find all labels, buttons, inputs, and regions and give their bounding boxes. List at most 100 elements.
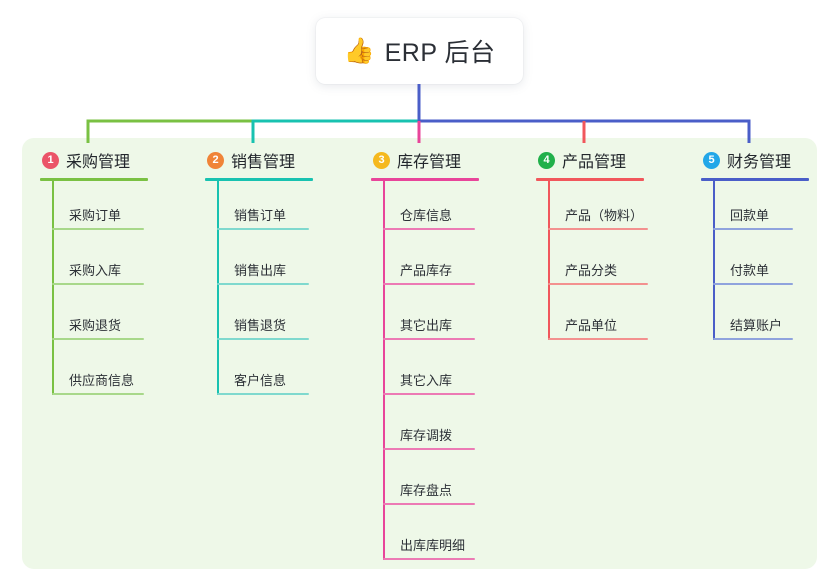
branch-item-rule <box>713 228 793 230</box>
branch-spine <box>217 181 219 395</box>
thumbs-up-icon: 👍 <box>343 36 375 65</box>
branch-header-3[interactable]: 3 库存管理 <box>371 148 521 172</box>
branch-item-list: 销售订单销售出库销售退货客户信息 <box>205 181 355 401</box>
branch-item-rule <box>383 558 475 560</box>
branch-item-label: 结算账户 <box>730 318 783 333</box>
branch-item-rule <box>383 393 475 395</box>
branch-item-rule <box>383 448 475 450</box>
branch-item-label: 其它入库 <box>400 373 453 388</box>
branch-item[interactable]: 采购入库 <box>40 236 190 291</box>
branch-item[interactable]: 付款单 <box>701 236 821 291</box>
branch-item[interactable]: 采购退货 <box>40 291 190 346</box>
branch-item-rule <box>383 503 475 505</box>
branch-header-2[interactable]: 2 销售管理 <box>205 148 355 172</box>
branch-item-list: 仓库信息产品库存其它出库其它入库库存调拨库存盘点出库库明细 <box>371 181 521 566</box>
branch-number-badge: 2 <box>207 151 224 169</box>
branch-header-rule <box>371 178 479 181</box>
branch-item-label: 仓库信息 <box>400 208 453 223</box>
branch-item-rule <box>52 283 144 285</box>
branch-item-label: 供应商信息 <box>69 373 135 388</box>
branch-item[interactable]: 仓库信息 <box>371 181 521 236</box>
branch-header-5[interactable]: 5 财务管理 <box>701 148 821 172</box>
branch-item-rule <box>548 283 648 285</box>
branch-item[interactable]: 供应商信息 <box>40 346 190 401</box>
branch-item-rule <box>548 228 648 230</box>
branch-item-label: 其它出库 <box>400 318 453 333</box>
branch-header-rule <box>205 178 313 181</box>
branch-item-label: 库存调拨 <box>400 428 453 443</box>
branch-item-list: 产品（物料） 产品分类产品单位 <box>536 181 686 346</box>
branch-item-rule <box>713 338 793 340</box>
branch-item-label: 销售退货 <box>234 318 287 333</box>
branch-spine <box>713 181 715 340</box>
branch-header-rule <box>536 178 644 181</box>
branch-item[interactable]: 产品单位 <box>536 291 686 346</box>
branch-number-badge: 5 <box>703 151 720 169</box>
branch-item-rule <box>52 338 144 340</box>
branch-column-3: 3 库存管理仓库信息产品库存其它出库其它入库库存调拨库存盘点出库库明细 <box>371 148 521 566</box>
branch-item[interactable]: 其它入库 <box>371 346 521 401</box>
branch-item[interactable]: 库存盘点 <box>371 456 521 511</box>
branch-item-label: 采购入库 <box>69 263 122 278</box>
branch-item-rule <box>383 228 475 230</box>
branch-column-1: 1 采购管理采购订单采购入库采购退货供应商信息 <box>40 148 190 401</box>
branch-spine <box>383 181 385 560</box>
branch-item[interactable]: 回款单 <box>701 181 821 236</box>
branch-number-badge: 4 <box>538 151 555 169</box>
branch-item[interactable]: 产品分类 <box>536 236 686 291</box>
branch-item-rule <box>548 338 648 340</box>
branch-item-label: 库存盘点 <box>400 483 453 498</box>
branch-item-rule <box>217 228 309 230</box>
branch-item-rule <box>52 393 144 395</box>
branch-item-label: 出库库明细 <box>400 538 466 553</box>
branch-item[interactable]: 库存调拨 <box>371 401 521 456</box>
branch-item[interactable]: 采购订单 <box>40 181 190 236</box>
branch-column-4: 4 产品管理产品（物料） 产品分类产品单位 <box>536 148 686 346</box>
branch-item[interactable]: 销售退货 <box>205 291 355 346</box>
branch-item[interactable]: 产品库存 <box>371 236 521 291</box>
branch-header-rule <box>701 178 809 181</box>
branch-item[interactable]: 销售出库 <box>205 236 355 291</box>
branch-item-label: 销售出库 <box>234 263 287 278</box>
branch-item[interactable]: 客户信息 <box>205 346 355 401</box>
branch-item-label: 产品单位 <box>565 318 618 333</box>
branch-item-label: 销售订单 <box>234 208 287 223</box>
branch-title: 产品管理 <box>562 154 627 171</box>
branch-item-label: 采购订单 <box>69 208 122 223</box>
branch-item-rule <box>217 338 309 340</box>
branch-item-label: 客户信息 <box>234 373 287 388</box>
branch-item-list: 回款单付款单结算账户 <box>701 181 821 346</box>
branch-spine <box>52 181 54 395</box>
branch-spine <box>548 181 550 340</box>
branch-item-label: 产品分类 <box>565 263 618 278</box>
branch-number-badge: 1 <box>42 151 59 169</box>
branch-header-1[interactable]: 1 采购管理 <box>40 148 190 172</box>
branch-item-rule <box>383 338 475 340</box>
branch-item[interactable]: 出库库明细 <box>371 511 521 566</box>
branch-header-4[interactable]: 4 产品管理 <box>536 148 686 172</box>
branch-item-label: 回款单 <box>730 208 770 223</box>
branch-number-badge: 3 <box>373 151 390 169</box>
branch-title: 销售管理 <box>231 154 296 171</box>
branch-column-2: 2 销售管理销售订单销售出库销售退货客户信息 <box>205 148 355 401</box>
branch-title: 财务管理 <box>727 154 792 171</box>
branch-item-label: 产品库存 <box>400 263 453 278</box>
branch-item-rule <box>52 228 144 230</box>
root-node-title: ERP 后台 <box>384 39 496 67</box>
branch-item-rule <box>217 393 309 395</box>
branch-title: 采购管理 <box>66 154 131 171</box>
branch-item[interactable]: 结算账户 <box>701 291 821 346</box>
branch-title: 库存管理 <box>397 154 462 171</box>
branch-item-rule <box>383 283 475 285</box>
branch-item-label: 产品（物料） <box>565 208 644 223</box>
branch-item-label: 采购退货 <box>69 318 122 333</box>
branch-item[interactable]: 销售订单 <box>205 181 355 236</box>
branch-item-list: 采购订单采购入库采购退货供应商信息 <box>40 181 190 401</box>
branch-column-5: 5 财务管理回款单付款单结算账户 <box>701 148 821 346</box>
branch-item-label: 付款单 <box>730 263 770 278</box>
root-node-card[interactable]: 👍 ERP 后台 <box>316 18 523 84</box>
branches-panel <box>22 138 817 569</box>
branch-item[interactable]: 产品（物料） <box>536 181 686 236</box>
branch-item[interactable]: 其它出库 <box>371 291 521 346</box>
